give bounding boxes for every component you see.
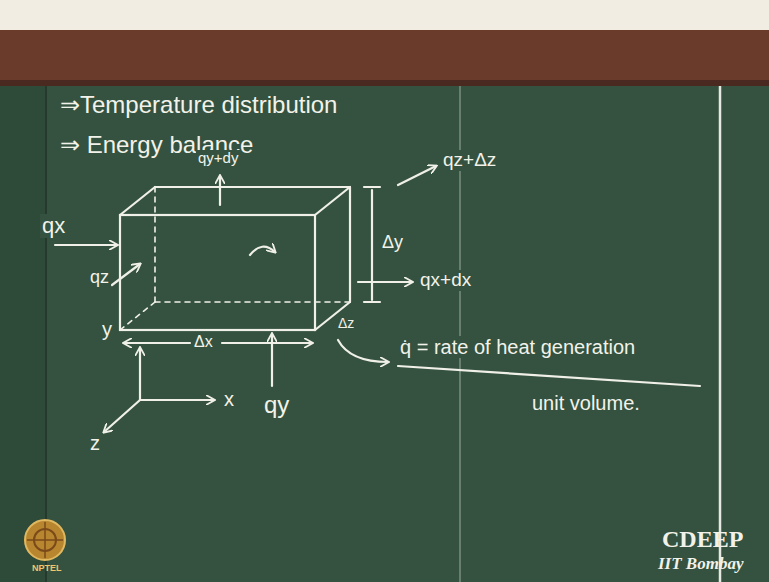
definition-note: unit volume. [530, 392, 642, 414]
watermark: NPTEL [30, 564, 64, 574]
dimension-label: Δx [192, 333, 215, 351]
definition-note: q̇ = rate of heat generation [398, 336, 637, 358]
flux-label: qx+dx [418, 270, 473, 291]
flux-label: qx [40, 214, 67, 238]
axis-label: x [222, 388, 236, 410]
watermark: IIT Bombay [656, 555, 745, 574]
flux-label: qz+Δz [441, 150, 498, 171]
dimension-label: Δy [380, 233, 405, 253]
flux-label: qy [262, 392, 291, 418]
flux-label: qz [88, 268, 111, 288]
flux-label: qy+dy [196, 150, 240, 167]
heading-note: ⇒Temperature distribution [58, 92, 339, 118]
dimension-label: Δz [336, 316, 356, 331]
axis-label: y [100, 318, 114, 340]
watermark: CDEEP [660, 526, 745, 552]
axis-label: z [88, 432, 102, 454]
